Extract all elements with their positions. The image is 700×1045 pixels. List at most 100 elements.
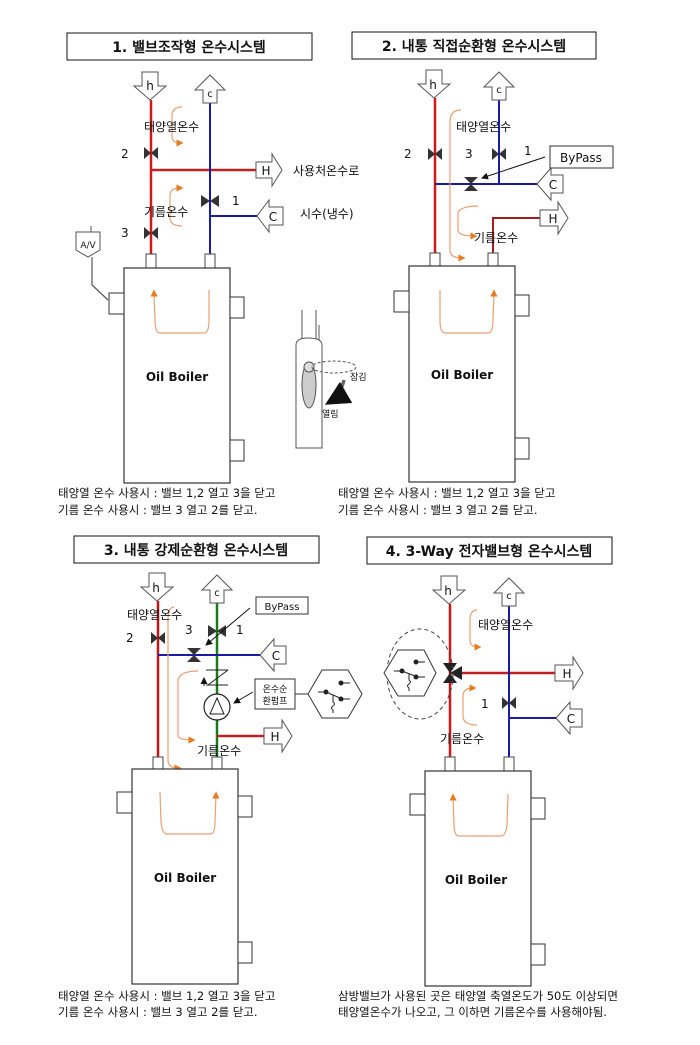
port-h-label: h bbox=[444, 584, 452, 598]
boiler-label: Oil Boiler bbox=[154, 871, 216, 885]
panel-2-caption-line-2: 기름 온수 사용시 : 밸브 3 열고 2를 닫고. bbox=[338, 503, 538, 517]
boiler-nozzle bbox=[152, 756, 164, 770]
panel-1: 1. 밸브조작형 온수시스템 h c H C 사용처온수로 시수(냉수) 2 1… bbox=[58, 32, 359, 517]
oil-boiler bbox=[123, 267, 231, 484]
boiler-side-port bbox=[229, 439, 245, 462]
rotate-arrow-icon bbox=[324, 379, 353, 405]
C-inlet-arrow-icon bbox=[259, 637, 287, 673]
panel-4: 4. 3-Way 전자밸브형 온수시스템 h c H C 1 태양열온수 bbox=[338, 536, 618, 1019]
pump-pointer-arrow-icon bbox=[233, 691, 254, 704]
boiler-side-port bbox=[514, 294, 530, 317]
port-H-label: H bbox=[562, 667, 571, 681]
air-vent-label: A/V bbox=[80, 241, 96, 251]
solar-flow-arrow-icon bbox=[167, 606, 182, 772]
solar-flow-arrow-icon bbox=[469, 609, 482, 651]
boiler-side-port bbox=[393, 290, 410, 313]
check-valve-icon bbox=[200, 669, 229, 686]
solar-hot-water-label: 태양열온수 bbox=[456, 120, 511, 134]
panel-4-title-box bbox=[366, 536, 613, 565]
solar-hot-water-label: 태양열온수 bbox=[127, 608, 182, 622]
boiler-nozzle bbox=[487, 252, 499, 268]
oil-flow-arrow-icon bbox=[169, 184, 184, 227]
valve-3-number: 3 bbox=[121, 226, 129, 240]
bypass-label-box bbox=[255, 596, 309, 615]
boiler-label: Oil Boiler bbox=[431, 368, 493, 382]
C-inlet-arrow-icon bbox=[256, 198, 284, 234]
panel-3-title: 3. 내통 강제순환형 온수시스템 bbox=[104, 542, 288, 559]
valve-1-number: 1 bbox=[524, 144, 532, 158]
boiler-side-port bbox=[237, 795, 253, 818]
valve-1-icon bbox=[502, 697, 516, 709]
closed-label: 잠김 bbox=[350, 371, 367, 383]
panel-2-title: 2. 내통 직접순환형 온수시스템 bbox=[382, 38, 566, 55]
bypass-pointer-arrow-icon bbox=[205, 607, 251, 646]
valve-2-icon bbox=[144, 147, 158, 159]
solar-hot-water-label: 태양열온수 bbox=[478, 618, 533, 632]
valve-2-number: 2 bbox=[121, 147, 129, 161]
boiler-nozzle bbox=[503, 756, 515, 772]
h-inlet-arrow-icon bbox=[132, 71, 168, 101]
solar-flow-arrow-icon bbox=[171, 106, 184, 147]
open-label: 열림 bbox=[322, 408, 339, 420]
c-outlet-arrow-icon bbox=[482, 71, 516, 101]
port-c-label: c bbox=[214, 588, 220, 599]
pump-label-line-2: 환펌프 bbox=[263, 695, 288, 707]
boiler-label: Oil Boiler bbox=[146, 370, 208, 384]
boiler-nozzle bbox=[429, 252, 441, 268]
oil-boiler bbox=[408, 265, 516, 483]
h-inlet-arrow-icon bbox=[416, 69, 452, 99]
bypass-valve-icon bbox=[464, 177, 478, 191]
bypass-label-box bbox=[549, 145, 614, 169]
valve-1-icon bbox=[492, 148, 506, 160]
controller-hexagon-icon bbox=[307, 669, 363, 719]
h-inlet-arrow-icon bbox=[139, 572, 175, 602]
panel-4-caption-line-2: 태양열온수가 나오고, 그 이하면 기름온수를 사용해야됨. bbox=[338, 1005, 607, 1019]
port-H-label: H bbox=[548, 212, 557, 226]
panel-3-caption-line-2: 기름 온수 사용시 : 밸브 3 열고 2를 닫고. bbox=[58, 1005, 258, 1019]
boiler-side-port bbox=[514, 437, 530, 460]
oil-flow-arrow-icon bbox=[457, 205, 479, 240]
valve-1-number: 1 bbox=[481, 697, 489, 711]
boiler-side-port bbox=[108, 292, 125, 315]
H-outlet-arrow-icon bbox=[255, 152, 283, 188]
boiler-side-port bbox=[116, 791, 133, 814]
H-outlet-arrow-icon bbox=[539, 200, 569, 236]
port-H-label: H bbox=[261, 164, 270, 178]
boiler-flow-arrow-icon bbox=[159, 791, 220, 835]
panel-1-title: 1. 밸브조작형 온수시스템 bbox=[112, 39, 266, 56]
valve-2-icon bbox=[151, 632, 165, 644]
tap-water-label: 시수(냉수) bbox=[300, 207, 354, 221]
solar-flow-arrow-icon bbox=[449, 109, 466, 262]
valve-1-icon bbox=[208, 625, 226, 637]
port-H-label: H bbox=[270, 730, 279, 744]
boiler-flow-arrow-icon bbox=[439, 289, 498, 334]
port-C-label: C bbox=[272, 649, 280, 663]
valve-1-number: 1 bbox=[232, 194, 240, 208]
port-h-label: h bbox=[152, 581, 160, 595]
valve-1-number: 1 bbox=[236, 623, 244, 637]
air-vent-pipe bbox=[91, 257, 109, 301]
panel-4-title: 4. 3-Way 전자밸브형 온수시스템 bbox=[386, 543, 593, 560]
port-c-label: c bbox=[506, 591, 512, 602]
panel-1-caption-line-2: 기름 온수 사용시 : 밸브 3 열고 2를 닫고. bbox=[58, 503, 258, 517]
port-c-label: c bbox=[207, 89, 213, 100]
boiler-label: Oil Boiler bbox=[445, 873, 507, 887]
port-C-label: C bbox=[549, 178, 557, 192]
panel-3: 3. 내통 강제순환형 온수시스템 h c C H 2 3 1 ByPass bbox=[58, 535, 363, 1019]
bypass-pointer-arrow-icon bbox=[481, 156, 546, 180]
oil-hot-water-label: 기름온수 bbox=[144, 205, 188, 219]
boiler-side-port bbox=[530, 943, 546, 966]
valve-3-icon bbox=[144, 227, 158, 239]
boiler-side-port bbox=[229, 296, 245, 319]
panel-2-caption-line-1: 태양열 온수 사용시 : 밸브 1,2 열고 3을 닫고 bbox=[338, 486, 555, 500]
valve-1-icon bbox=[201, 195, 219, 207]
boiler-flow-arrow-icon bbox=[449, 793, 509, 837]
port-C-label: C bbox=[567, 712, 575, 726]
boiler-side-port bbox=[409, 793, 426, 816]
valve-2-number: 2 bbox=[126, 631, 134, 645]
boiler-nozzle bbox=[444, 756, 456, 772]
hot-outlet-pipe bbox=[492, 217, 542, 258]
boiler-side-port bbox=[237, 941, 253, 964]
pump-label-line-1: 온수순 bbox=[263, 684, 288, 695]
